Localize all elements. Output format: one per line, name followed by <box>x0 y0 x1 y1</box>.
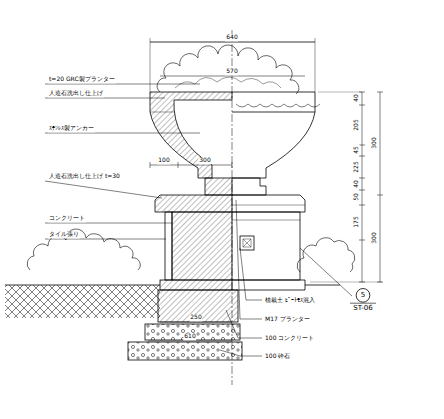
material-note: タイル張り <box>48 231 80 238</box>
dimension: 175 <box>353 215 360 228</box>
dimension: 250 <box>189 314 202 321</box>
dimension: 300 <box>371 231 378 244</box>
material-note: M17 プランター <box>264 316 311 323</box>
material-note: コンクリート <box>48 215 86 222</box>
dimension: 50 <box>353 192 360 202</box>
dimension: 45 <box>353 145 360 155</box>
dimension: 40 <box>353 93 360 103</box>
dimension: 610 <box>183 333 196 340</box>
material-note: t=20 GRC製プランター <box>48 76 116 83</box>
dimension: 100 <box>157 157 170 164</box>
material-note: 人造石洗出し仕上げ t=30 <box>48 173 121 180</box>
material-note: 100 コンクリート <box>264 335 315 342</box>
material-note: ｽﾃﾝﾚｽ製アンカー <box>48 125 95 132</box>
material-note: 植栽土 ﾋﾟｰﾄﾓｽ混入 <box>264 297 316 304</box>
material-note: 100 砕石 <box>264 353 291 360</box>
dimension: 640 <box>225 34 238 41</box>
dimension: 570 <box>225 68 238 75</box>
sheet-ref: ST-06 <box>350 303 376 313</box>
callout-symbol: 5ST-06 <box>350 288 376 312</box>
dimension: 205 <box>353 118 360 131</box>
dimension: 40 <box>353 179 360 189</box>
material-note: 人造石洗出し仕上げ <box>48 90 104 97</box>
callout-number: 5 <box>350 288 376 303</box>
dimension: 300 <box>371 136 378 149</box>
dimension: 300 <box>198 157 211 164</box>
dimension: 225 <box>353 160 360 173</box>
